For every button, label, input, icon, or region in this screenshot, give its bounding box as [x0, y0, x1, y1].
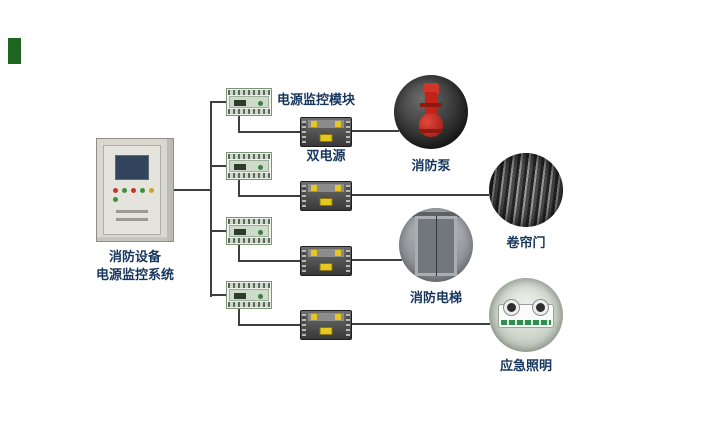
ats-yellow-block	[335, 314, 341, 320]
fire-elevator-photo	[399, 208, 473, 282]
wire-to-load-1	[352, 130, 399, 132]
module-face	[229, 96, 269, 108]
cabinet-label-line1: 消防设备	[108, 250, 161, 265]
cabinet-label-line2: 电源监控系统	[95, 267, 174, 283]
dual-power-label: 双电源	[306, 149, 346, 164]
indicator-green	[113, 197, 118, 202]
wire-vertical-bus	[210, 101, 212, 297]
power-monitor-module-3	[226, 217, 272, 245]
module-face	[229, 225, 269, 237]
load-label-fire-elevator: 消防电梯	[409, 291, 462, 306]
wire-to-ats-1	[238, 131, 300, 133]
wire-to-load-2	[352, 194, 489, 196]
indicator-red	[131, 188, 136, 193]
fire-pump-photo	[394, 75, 468, 149]
ats-handle	[319, 327, 333, 335]
indicator-green	[140, 188, 145, 193]
emergency-light-box	[498, 300, 554, 328]
wire-drop-3	[238, 245, 240, 261]
wire-cabinet-to-bus	[174, 189, 210, 191]
emergency-lamp-right	[533, 300, 548, 315]
module-led	[258, 230, 263, 235]
module-display	[234, 293, 246, 299]
elevator-door-split	[436, 216, 437, 276]
load-label-emergency-lighting: 应急照明	[499, 359, 552, 374]
wire-to-ats-3	[238, 260, 300, 262]
indicator-green	[122, 188, 127, 193]
emergency-light-strip	[501, 320, 551, 325]
module-led	[258, 294, 263, 299]
ats-handle	[319, 263, 333, 271]
cabinet-vent-slot	[116, 218, 148, 221]
indicator-amber	[149, 188, 154, 193]
power-monitor-module-2	[226, 152, 272, 180]
wire-drop-4	[238, 309, 240, 325]
ats-handle	[319, 198, 333, 206]
pump-flange	[420, 103, 442, 107]
cabinet-label: 消防设备 电源监控系统	[70, 249, 200, 284]
wire-branch-4	[212, 294, 226, 296]
cabinet-vent-slot	[116, 210, 148, 213]
dual-power-switch-2	[300, 181, 352, 211]
wire-branch-3	[212, 230, 226, 232]
ats-yellow-block	[311, 250, 317, 256]
ats-yellow-block	[335, 185, 341, 191]
module-led	[258, 101, 263, 106]
elevator-lintel	[411, 212, 461, 217]
wire-branch-1	[212, 101, 226, 103]
emergency-lamp-left	[504, 300, 519, 315]
cabinet-indicator-lights	[113, 188, 157, 202]
wire-to-ats-2	[238, 195, 300, 197]
ats-handle	[319, 134, 333, 142]
indicator-red	[113, 188, 118, 193]
module-led	[258, 165, 263, 170]
pump-motor	[423, 83, 439, 94]
module-face	[229, 160, 269, 172]
ats-yellow-block	[311, 314, 317, 320]
ats-top	[308, 184, 344, 192]
ats-top	[308, 120, 344, 128]
load-label-roller-shutter: 卷帘门	[506, 236, 546, 251]
cabinet-display-screen	[115, 155, 149, 180]
load-label-fire-pump: 消防泵	[411, 159, 451, 174]
ats-top	[308, 249, 344, 257]
wire-to-load-3	[352, 259, 402, 261]
power-monitor-module-4	[226, 281, 272, 309]
emergency-light-photo	[489, 278, 563, 352]
wire-branch-2	[212, 165, 226, 167]
module-face	[229, 289, 269, 301]
ats-yellow-block	[311, 185, 317, 191]
roller-shutter-photo	[489, 153, 563, 227]
wire-drop-1	[238, 116, 240, 132]
module-display	[234, 164, 246, 170]
wire-to-load-4	[352, 323, 490, 325]
pump-volute	[419, 113, 443, 137]
green-corner-tag	[8, 38, 21, 64]
module-display	[234, 229, 246, 235]
wire-drop-2	[238, 180, 240, 196]
module-display	[234, 100, 246, 106]
ats-yellow-block	[335, 250, 341, 256]
power-monitor-module-1	[226, 88, 272, 116]
ats-yellow-block	[311, 121, 317, 127]
monitoring-cabinet	[96, 138, 174, 242]
pump-flange	[420, 129, 442, 133]
ats-yellow-block	[335, 121, 341, 127]
cabinet-front-panel	[103, 145, 161, 235]
dual-power-switch-1	[300, 117, 352, 147]
dual-power-switch-4	[300, 310, 352, 340]
ats-top	[308, 313, 344, 321]
wire-to-ats-4	[238, 324, 300, 326]
dual-power-switch-3	[300, 246, 352, 276]
module-label: 电源监控模块	[277, 93, 356, 108]
